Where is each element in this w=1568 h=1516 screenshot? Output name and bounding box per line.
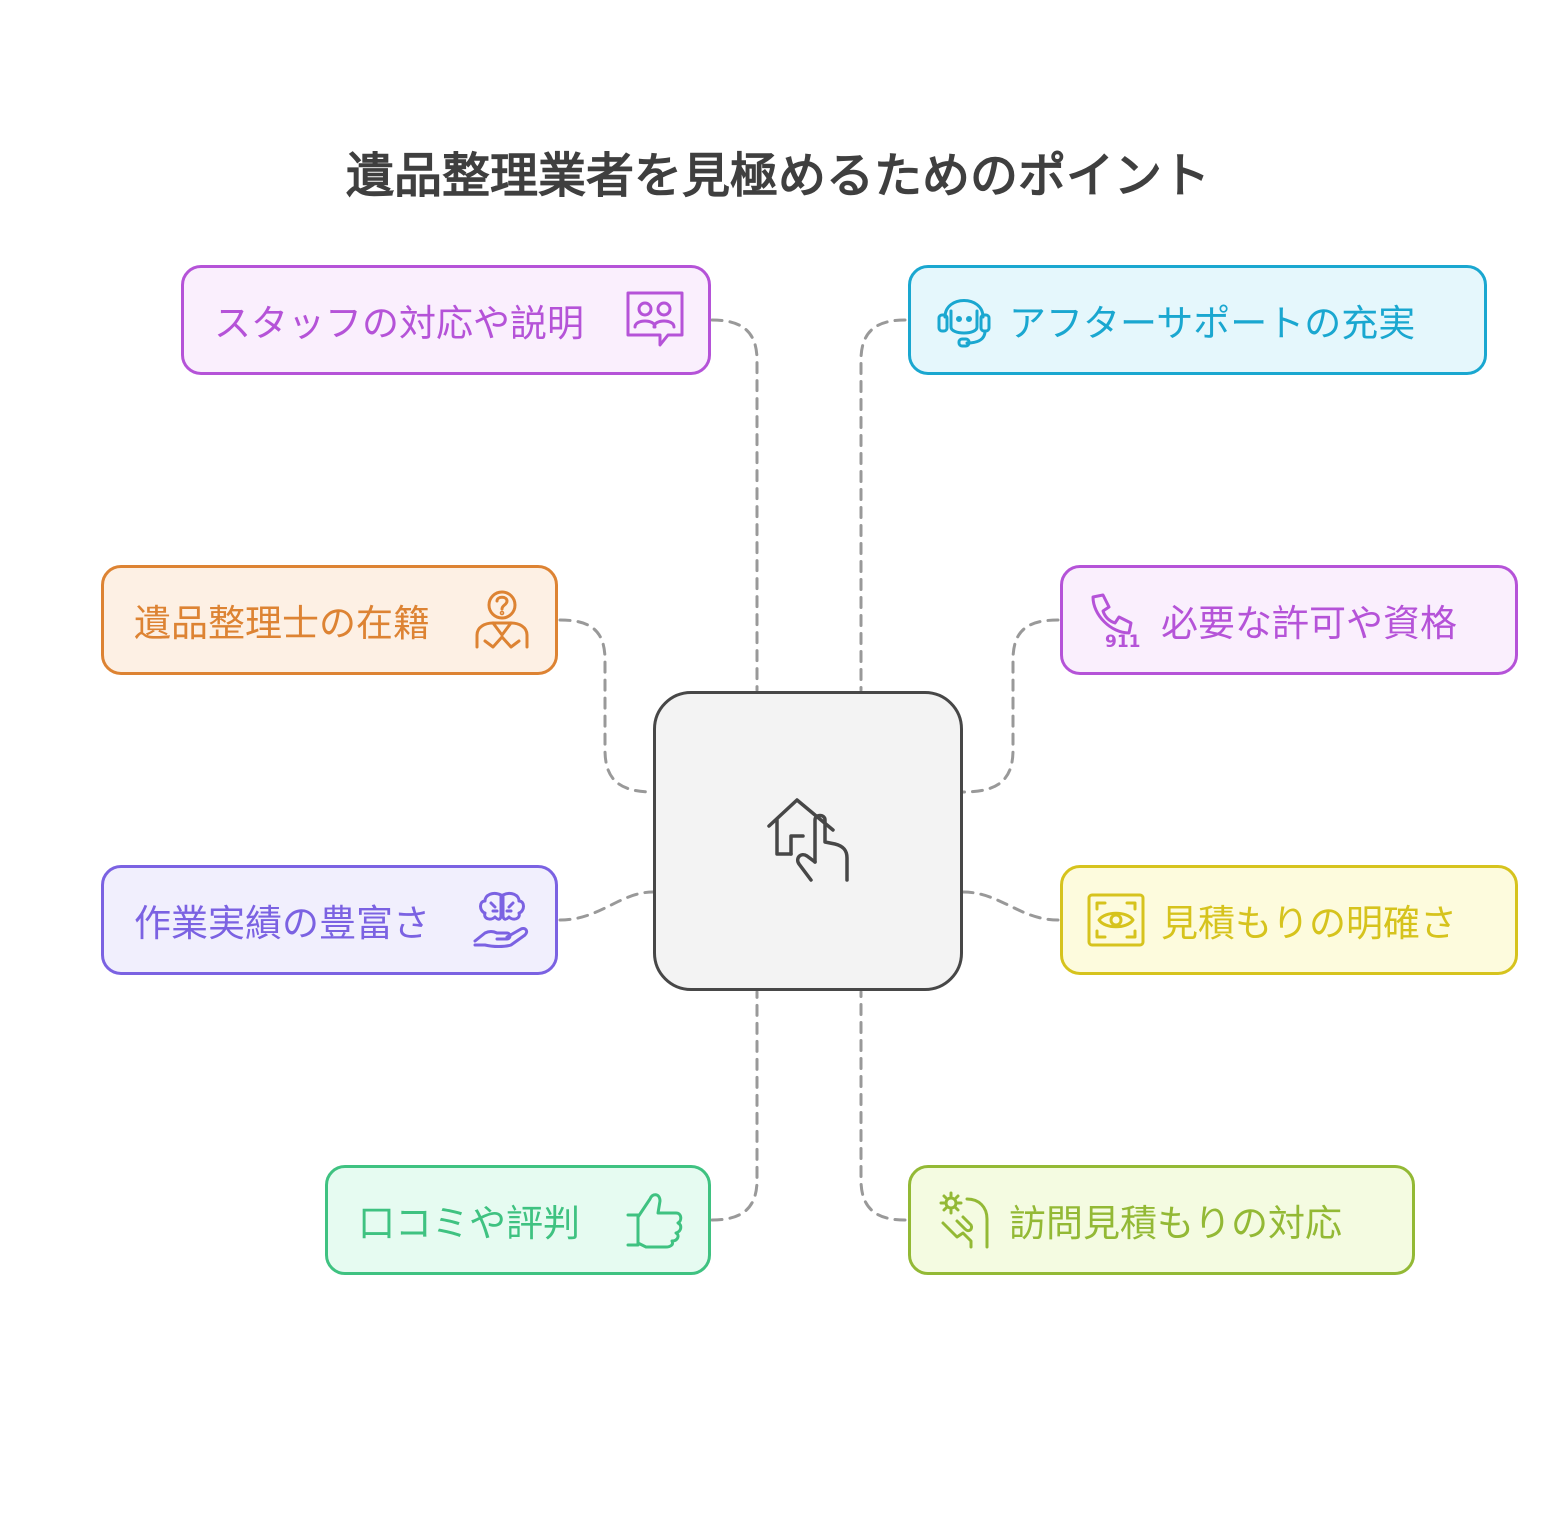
hand-gear-icon — [933, 1189, 995, 1251]
node-reviews: 口コミや評判 — [325, 1165, 711, 1275]
node-after-support-label: アフターサポートの充実 — [1009, 302, 1416, 345]
brain-hand-icon — [471, 889, 533, 951]
thumbs-up-icon — [624, 1189, 686, 1251]
node-after-support: アフターサポートの充実 — [908, 265, 1487, 375]
node-certified-label: 遺品整理士の在籍 — [134, 602, 430, 645]
phone-911-icon: 911 — [1085, 589, 1147, 651]
node-estimate-clarity-label: 見積もりの明確さ — [1161, 902, 1457, 945]
eye-scan-icon — [1085, 889, 1147, 951]
node-visit-estimate: 訪問見積もりの対応 — [908, 1165, 1415, 1275]
node-estimate-clarity: 見積もりの明確さ — [1060, 865, 1518, 975]
users-chat-icon — [624, 289, 686, 351]
connector-staff — [710, 318, 759, 692]
connector-visit-estimate — [859, 990, 907, 1222]
node-reviews-label: 口コミや評判 — [358, 1202, 580, 1245]
connector-estimate-clarity — [961, 890, 1060, 922]
center-hub — [653, 691, 963, 991]
node-track-record-label: 作業実績の豊富さ — [134, 902, 430, 945]
svg-text:911: 911 — [1105, 632, 1141, 651]
person-question-icon — [471, 589, 533, 651]
connector-after-support — [859, 318, 907, 692]
node-staff: スタッフの対応や説明 — [181, 265, 711, 375]
node-track-record: 作業実績の豊富さ — [101, 865, 558, 975]
house-pointer-icon — [767, 798, 849, 882]
node-visit-estimate-label: 訪問見積もりの対応 — [1009, 1202, 1342, 1245]
headset-support-icon — [933, 289, 995, 351]
node-license: 911 必要な許可や資格 — [1060, 565, 1518, 675]
diagram-title: 遺品整理業者を見極めるためのポイント — [345, 148, 1210, 204]
connector-reviews — [710, 990, 759, 1222]
connector-license — [961, 618, 1060, 794]
node-certified: 遺品整理士の在籍 — [101, 565, 558, 675]
connector-certified — [558, 618, 655, 794]
connector-track-record — [558, 890, 655, 922]
node-staff-label: スタッフの対応や説明 — [214, 302, 584, 345]
node-license-label: 必要な許可や資格 — [1161, 602, 1457, 645]
